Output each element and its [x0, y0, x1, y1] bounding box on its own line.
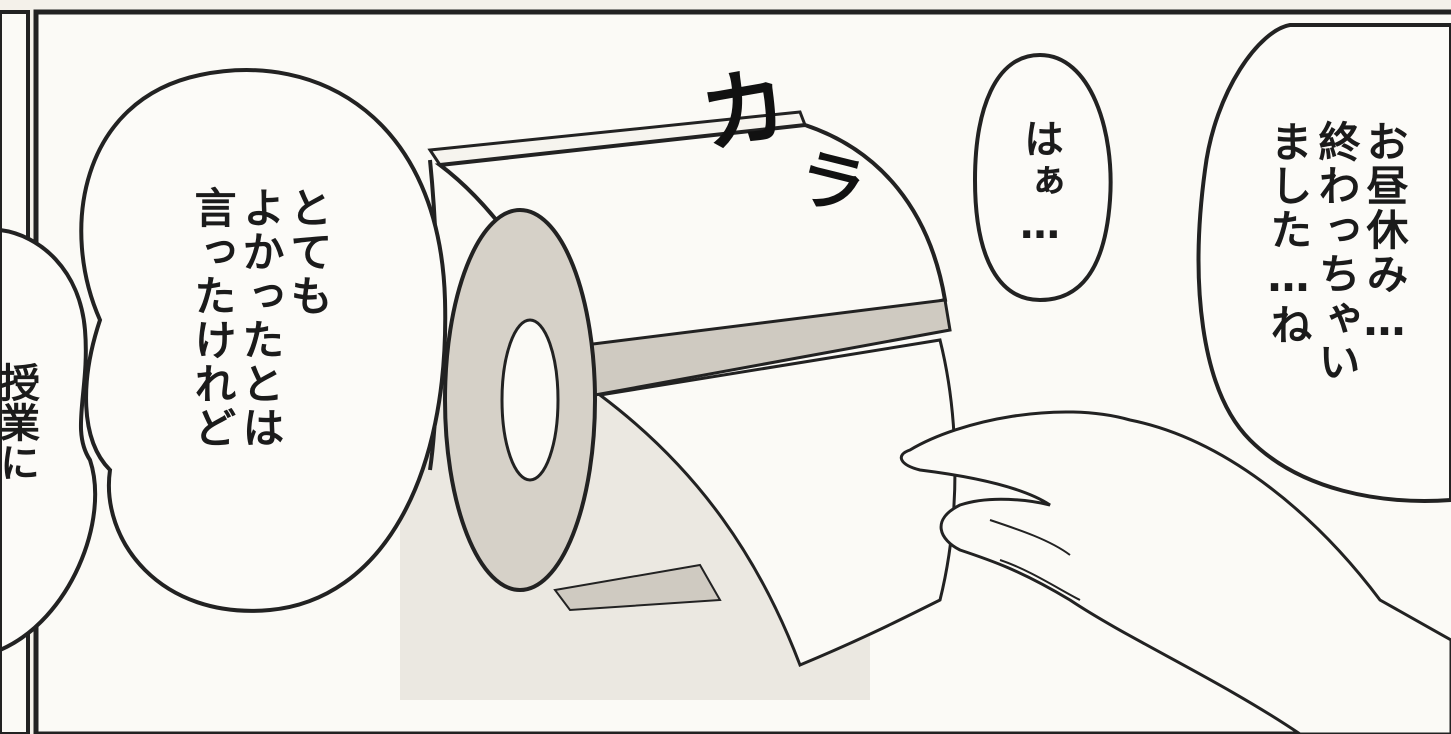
speech-bubble-small	[972, 52, 1113, 303]
hand-icon	[899, 410, 1451, 734]
speech-bubble-left	[79, 68, 448, 613]
speech-bubble-edge	[0, 227, 98, 653]
bubble-text-sigh: はぁ…	[1017, 118, 1063, 250]
bubble-text-edge-partial: 授業に	[0, 362, 39, 482]
bubble-text-right-main: お昼休み… 終わっちゃい ました…ね	[1264, 120, 1409, 384]
bubble-text-left-main: とても よかったとは 言ったけれど	[188, 186, 333, 450]
toilet-paper-holder-icon	[427, 110, 957, 667]
speech-bubble-right	[1196, 23, 1451, 503]
